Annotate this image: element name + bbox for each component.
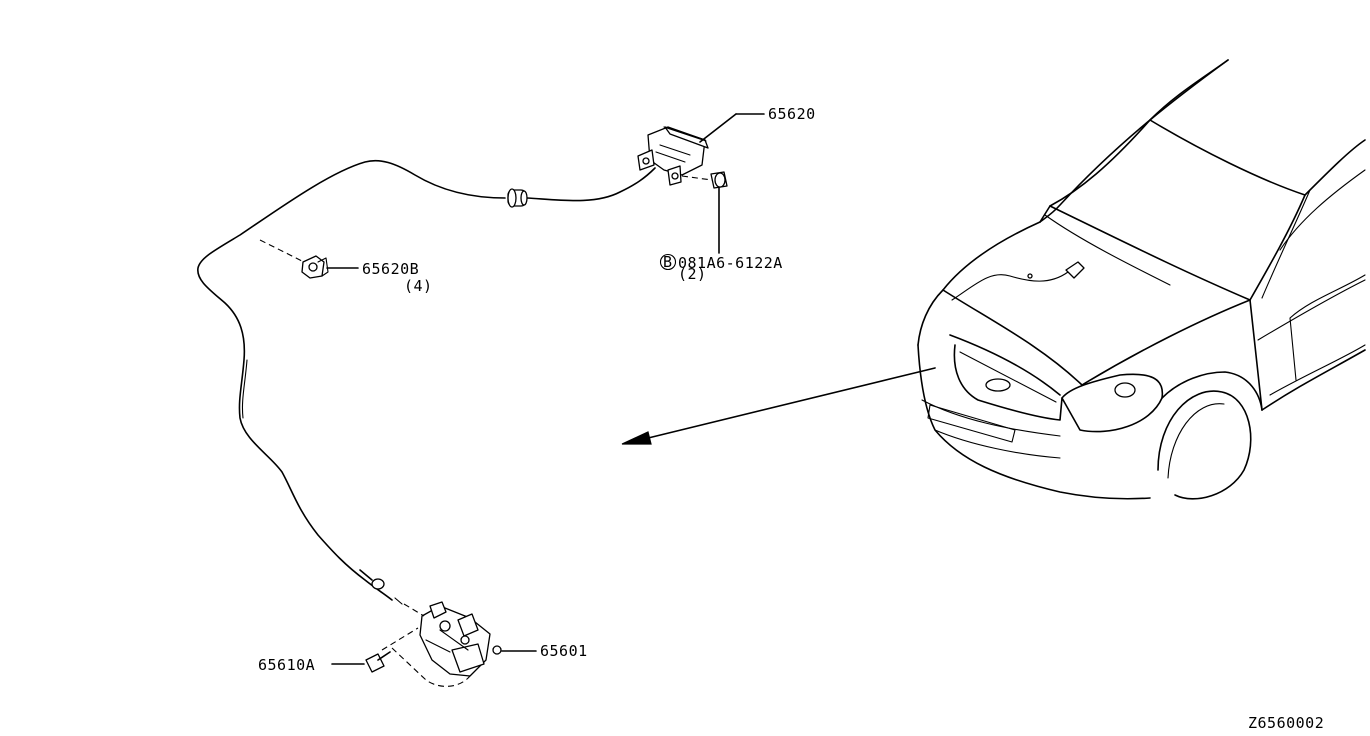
- cable-clip: [301, 255, 329, 279]
- label-65620: 65620: [768, 105, 816, 123]
- label-65620b-qty: (4): [404, 277, 433, 295]
- label-65610a: 65610A: [258, 656, 315, 674]
- screw: [365, 651, 391, 673]
- label-bolt-qty: (2): [678, 265, 707, 283]
- vehicle-front-view: [917, 59, 1366, 500]
- cable-grommet: [507, 188, 528, 208]
- hood-release-handle: [637, 126, 709, 186]
- label-65620b: 65620B: [362, 260, 419, 278]
- cable-end-fitting: [359, 569, 403, 605]
- view-arrow: [621, 367, 936, 445]
- bolt: [710, 171, 728, 189]
- label-65601: 65601: [540, 642, 588, 660]
- hood-lock-assembly: [419, 601, 502, 677]
- label-bolt-code: 081A6-6122A: [678, 254, 783, 272]
- diagram-id: Z6560002: [1248, 714, 1324, 732]
- hood-release-cable: [197, 159, 656, 605]
- bolt-symbol-badge: B: [659, 253, 677, 271]
- bolt-symbol: B: [663, 253, 673, 271]
